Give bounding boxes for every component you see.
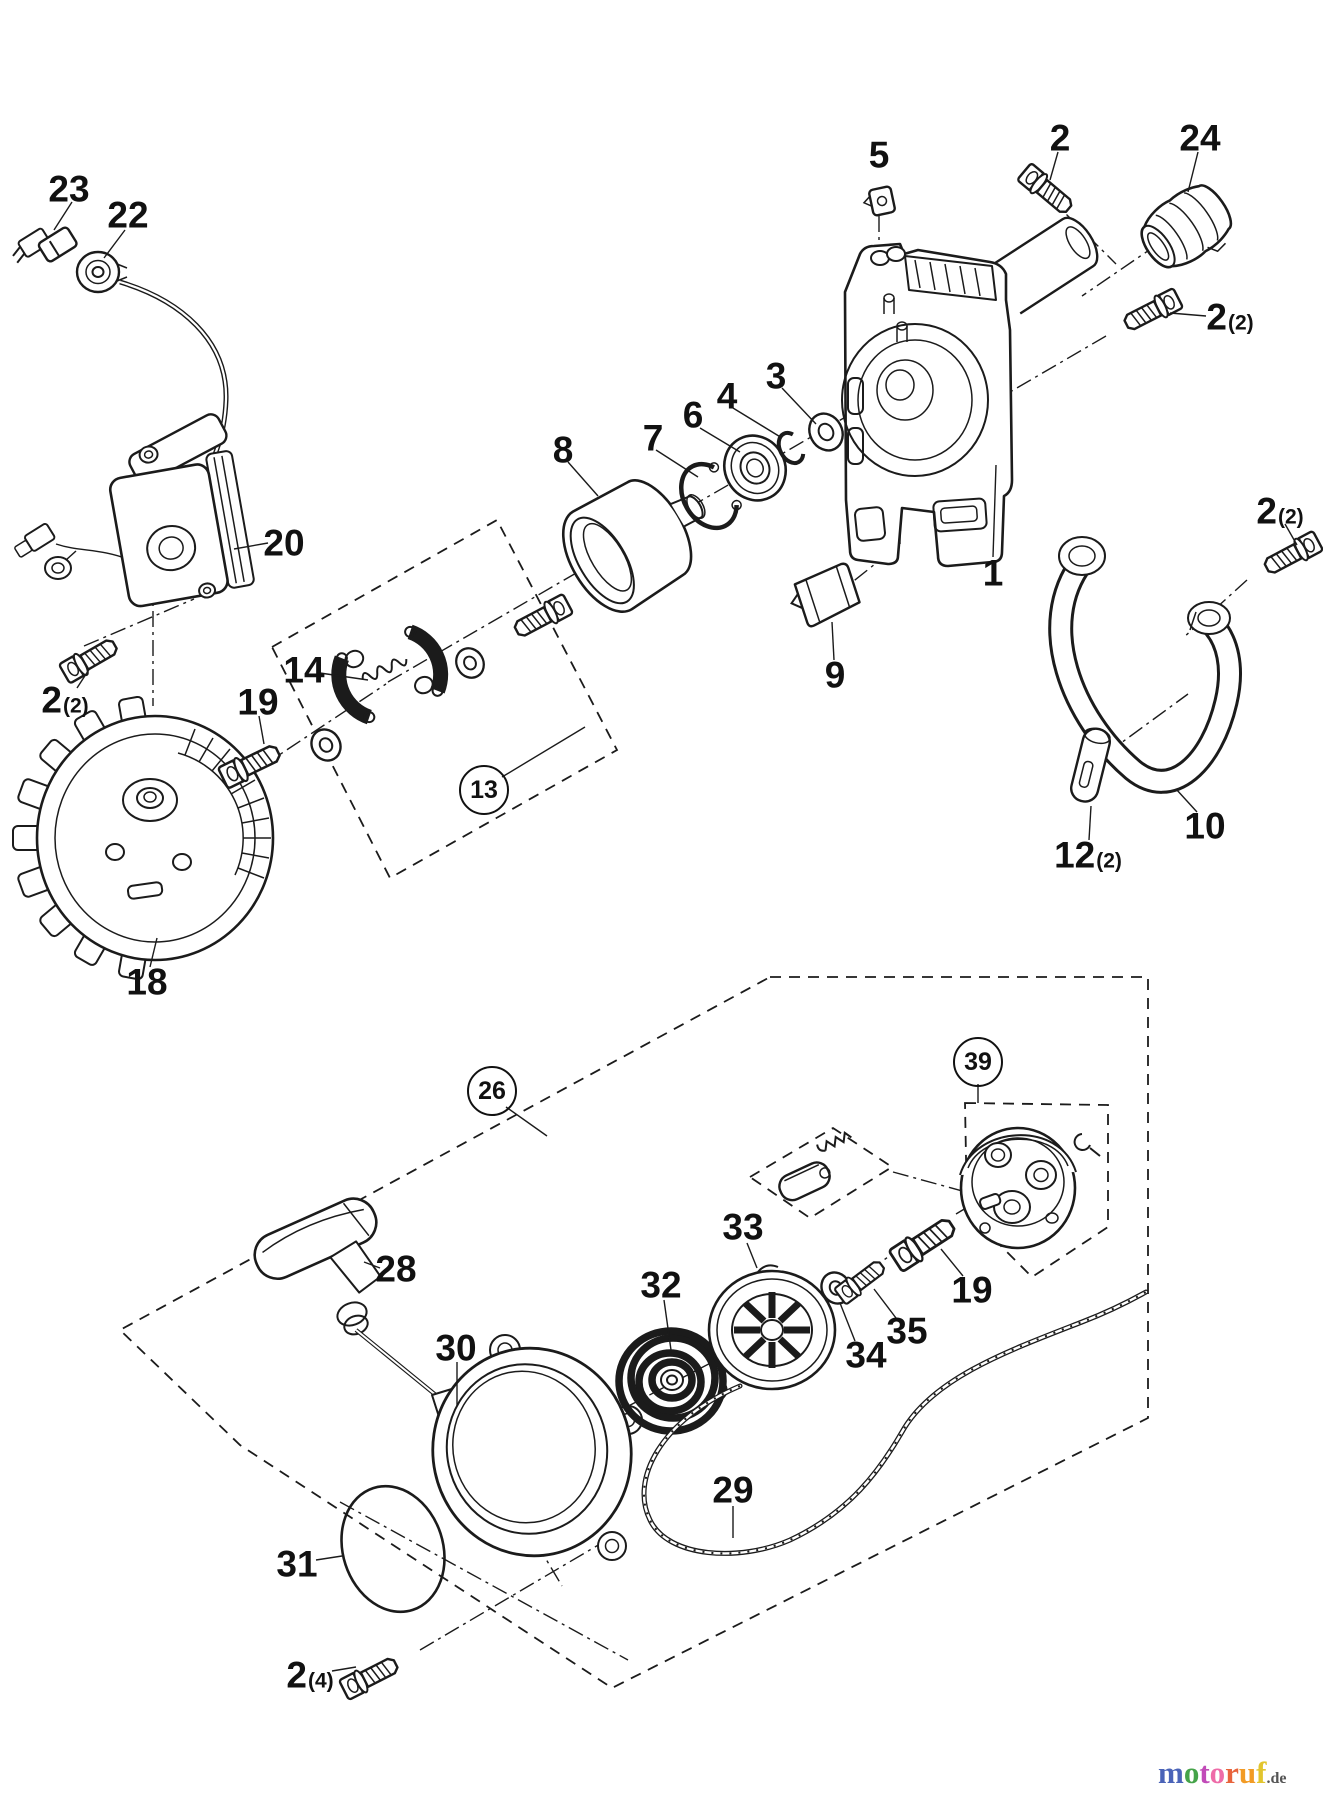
part-label-29: 29 (712, 1469, 754, 1511)
part-13-clutch-assembly-drawing (304, 591, 575, 768)
motoruf-logo-tld: .de (1266, 1770, 1287, 1787)
part-label-4: 4 (716, 375, 738, 417)
starter-group-box-26 (118, 976, 1149, 1690)
part-31-seal-ring-drawing (340, 1484, 446, 1614)
part-label-23: 23 (48, 168, 90, 210)
part-label-12: 12(2) (1054, 834, 1122, 876)
leader-lines (53, 151, 1298, 1672)
part-label-31: 31 (276, 1543, 318, 1585)
part-label-2-mid-right: 2(2) (1256, 490, 1304, 532)
part-2-screws-drawing (57, 161, 1323, 1703)
part-label-13: 13 (459, 765, 509, 815)
part-label-35: 35 (886, 1310, 928, 1352)
part-label-28: 28 (375, 1248, 417, 1290)
part-label-33: 33 (722, 1206, 764, 1248)
part-22-grommet-drawing (75, 250, 128, 294)
part-10-handle-bracket-drawing (1048, 536, 1242, 794)
motoruf-logo-word: motoruf (1158, 1755, 1267, 1790)
part-label-26: 26 (467, 1066, 517, 1116)
part-23-connector-drawing (12, 226, 78, 264)
part-29-starter-rope-drawing (641, 1289, 1149, 1556)
part-label-32: 32 (640, 1264, 682, 1306)
part-label-30: 30 (435, 1327, 477, 1369)
part-1-crankcase-drawing (841, 216, 1099, 568)
part-label-2-upper-right: 2(2) (1206, 296, 1254, 338)
part-label-2-left: 2(2) (41, 679, 89, 721)
part-32-rewind-spring-drawing (615, 1327, 728, 1435)
part-4-snap-ring-drawing (776, 430, 806, 465)
part-19-bolt-right-drawing (886, 1211, 961, 1275)
part-label-2-bottom: 2(4) (286, 1654, 334, 1696)
part-label-5: 5 (868, 134, 890, 176)
part-24-starter-cap-drawing (1140, 184, 1233, 269)
part-14-clutch-spring-drawing (361, 658, 408, 680)
part-6-bearing-drawing (723, 434, 787, 502)
part-label-34: 34 (845, 1334, 887, 1376)
part-3-washer-drawing (808, 412, 844, 452)
part-33-rope-rotor-drawing (707, 1264, 837, 1391)
part-label-39: 39 (953, 1037, 1003, 1087)
part-label-14: 14 (283, 649, 325, 691)
part-label-20: 20 (263, 522, 305, 564)
pawl-spring-box (748, 1126, 894, 1220)
part-label-19-right: 19 (951, 1269, 993, 1311)
part-label-10: 10 (1184, 805, 1226, 847)
part-label-8: 8 (552, 429, 574, 471)
part-39-pawl-assembly-drawing (778, 1126, 1101, 1250)
part-label-7: 7 (642, 417, 664, 459)
clutch-group-box-13 (270, 518, 619, 880)
part-5-spacer-drawing (862, 185, 896, 217)
part-label-1: 1 (982, 552, 1004, 594)
part-label-3: 3 (765, 355, 787, 397)
part-20-ignition-coil-drawing (14, 279, 255, 608)
part-label-2-top: 2 (1049, 117, 1071, 159)
part-7-circlip-drawing (679, 461, 742, 531)
part-label-9: 9 (824, 654, 846, 696)
motoruf-logo: motoruf.de (1158, 1755, 1287, 1790)
part-8-clutch-drum-drawing (561, 479, 706, 613)
part-28-starter-handle-drawing (253, 1197, 450, 1407)
part-30-starter-cover-drawing (431, 1334, 643, 1561)
part-12-pin-drawing (1069, 727, 1111, 803)
part-label-22: 22 (107, 194, 149, 236)
part-label-24: 24 (1179, 117, 1221, 159)
part-label-18: 18 (126, 961, 168, 1003)
part-9-clip-drawing (790, 562, 861, 628)
part-18-flywheel-drawing (12, 695, 275, 981)
part-label-19-left: 19 (237, 681, 279, 723)
part-label-6: 6 (682, 394, 704, 436)
